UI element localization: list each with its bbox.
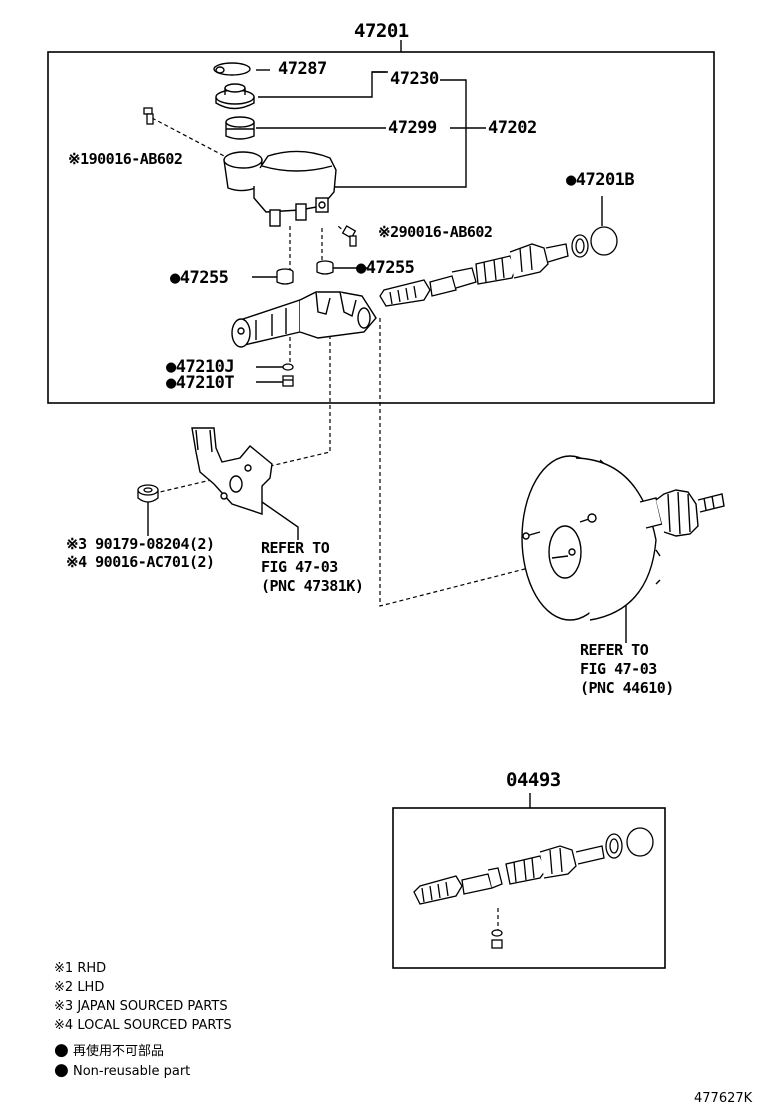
assembly-label: 47201 (354, 20, 409, 42)
part-label-47299[interactable]: 47299 (388, 118, 437, 138)
o-ring-icon (590, 226, 618, 256)
legend-item-local: ※4 LOCAL SOURCED PARTS (54, 1019, 232, 1032)
legend-mark: ※1 (54, 961, 74, 976)
legend-item-rhd: ※1 RHD (54, 962, 106, 975)
grommet-left-icon (276, 268, 294, 285)
nut-icon (137, 484, 159, 503)
legend-item-non-reusable-en: ● Non-reusable part (54, 1062, 190, 1079)
legend-item-lhd: ※2 LHD (54, 981, 104, 994)
legend-mark: ● (54, 1060, 69, 1080)
legend-mark: ● (54, 1040, 69, 1060)
part-label-90016-ac701[interactable]: ※4 90016-AC701(2) (66, 553, 215, 571)
kit-o-ring-icon (626, 827, 654, 857)
refer-booster-line2: FIG 47-03 (580, 660, 657, 678)
legend-mark: ※3 (54, 999, 74, 1014)
part-label-47255-right[interactable]: ●47255 (356, 258, 415, 278)
figure-id: 477627K (694, 1091, 753, 1106)
part-label-47201b[interactable]: ●47201B (566, 170, 635, 190)
refer-booster-line1: REFER TO (580, 641, 649, 659)
part-label-90179-08204[interactable]: ※3 90179-08204(2) (66, 535, 215, 553)
legend-mark: ※2 (54, 980, 74, 995)
gasket-icon (282, 363, 294, 371)
kit-plug-icon (491, 929, 503, 949)
part-label-47210j[interactable]: ●47210J (166, 357, 235, 377)
part-label-90016-ab602-lhd[interactable]: ※290016-AB602 (378, 223, 493, 241)
piston-seal-icon (571, 234, 589, 258)
refer-bracket-line2: FIG 47-03 (261, 558, 338, 576)
kit-frame (392, 807, 666, 969)
plug-icon (282, 375, 294, 387)
refer-booster-line3: (PNC 44610) (580, 679, 674, 697)
piston-assembly-icon (379, 243, 569, 307)
legend-text: 再使用不可部品 (72, 1044, 164, 1059)
reservoir-tank-icon (223, 150, 337, 227)
master-cylinder-icon (231, 291, 377, 348)
part-label-47210t[interactable]: ●47210T (166, 373, 235, 393)
screw-lhd-icon (341, 225, 357, 247)
grommet-right-icon (316, 260, 334, 275)
kit-piston-icon (413, 845, 605, 905)
legend-text: LOCAL SOURCED PARTS (77, 1018, 232, 1033)
kit-label[interactable]: 04493 (506, 769, 561, 791)
legend-text: JAPAN SOURCED PARTS (77, 999, 228, 1014)
legend-text: Non-reusable part (72, 1064, 191, 1079)
bracket-icon (191, 427, 273, 515)
part-label-47230[interactable]: 47230 (390, 69, 439, 89)
brake-booster-icon (521, 455, 725, 621)
legend-text: LHD (77, 980, 105, 995)
refer-bracket-line3: (PNC 47381K) (261, 577, 364, 595)
legend-mark: ※4 (54, 1018, 74, 1033)
refer-bracket-line1: REFER TO (261, 539, 330, 557)
screw-rhd-icon (143, 107, 154, 125)
part-label-90016-ab602-rhd[interactable]: ※190016-AB602 (68, 150, 183, 168)
legend-item-japan: ※3 JAPAN SOURCED PARTS (54, 1000, 228, 1013)
part-label-47287[interactable]: 47287 (278, 59, 327, 79)
assembly-frame (47, 51, 715, 404)
legend-item-non-reusable-jp: ● 再使用不可部品 (54, 1042, 164, 1059)
legend-text: RHD (77, 961, 107, 976)
part-label-47202[interactable]: 47202 (488, 118, 537, 138)
part-label-47255-left[interactable]: ●47255 (170, 268, 229, 288)
